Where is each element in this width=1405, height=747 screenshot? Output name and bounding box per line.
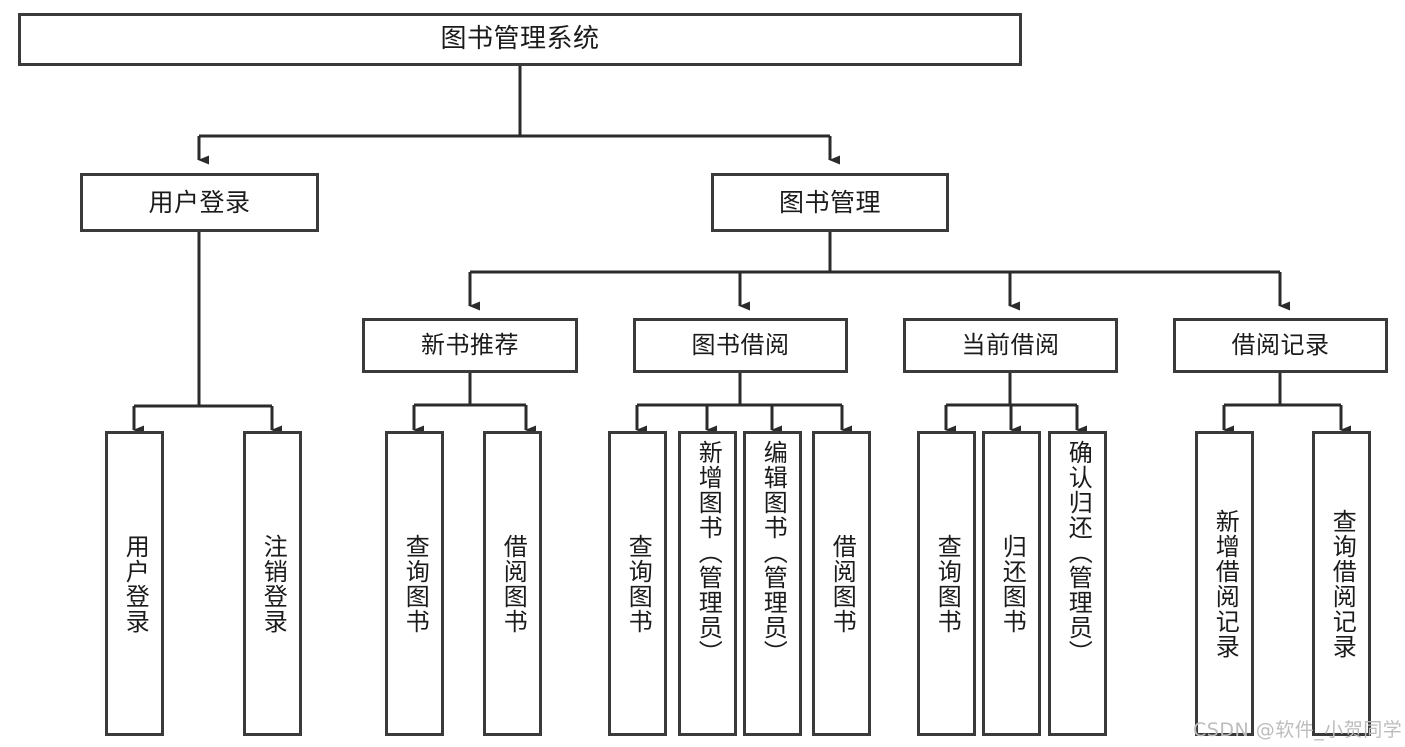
- leaf-book-borrow-edit[interactable]: 编辑图书（管理员）: [743, 431, 802, 736]
- leaf-current-borrow-query-label: 查询图书: [933, 533, 962, 634]
- leaf-new-book-borrow[interactable]: 借阅图书: [483, 431, 542, 736]
- leaf-current-borrow-query[interactable]: 查询图书: [917, 431, 976, 736]
- leaf-borrow-record-add[interactable]: 新增借阅记录: [1195, 431, 1254, 736]
- leaf-book-borrow-add-label: 新增图书（管理员）: [694, 440, 723, 665]
- node-current-borrow[interactable]: 当前借阅: [903, 318, 1118, 373]
- leaf-user-login-login-wrap: 用户登录: [108, 434, 161, 733]
- leaf-book-borrow-edit-wrap: 编辑图书（管理员）: [746, 434, 799, 733]
- leaf-book-borrow-borrow-label: 借阅图书: [828, 533, 857, 634]
- node-root-system-label: 图书管理系统: [440, 23, 600, 54]
- leaf-user-login-logout-label: 注销登录: [259, 533, 288, 634]
- node-new-book-recommend[interactable]: 新书推荐: [362, 318, 578, 373]
- node-book-management-label: 图书管理: [778, 187, 881, 217]
- leaf-user-login-logout[interactable]: 注销登录: [243, 431, 302, 736]
- leaf-borrow-record-query-wrap: 查询借阅记录: [1315, 434, 1368, 733]
- node-book-management[interactable]: 图书管理: [711, 173, 949, 232]
- node-book-borrow[interactable]: 图书借阅: [633, 318, 848, 373]
- node-user-login[interactable]: 用户登录: [80, 173, 319, 232]
- leaf-book-borrow-query-wrap: 查询图书: [611, 434, 664, 733]
- csdn-watermark: CSDN @软件_小贺同学: [1193, 719, 1403, 741]
- leaf-user-login-login[interactable]: 用户登录: [105, 431, 164, 736]
- leaf-current-borrow-confirm-wrap: 确认归还（管理员）: [1051, 434, 1104, 733]
- leaf-current-borrow-confirm-label: 确认归还（管理员）: [1064, 440, 1093, 665]
- leaf-current-borrow-return-label: 归还图书: [998, 533, 1027, 634]
- node-new-book-recommend-label: 新书推荐: [421, 331, 519, 360]
- leaf-new-book-query[interactable]: 查询图书: [385, 431, 444, 736]
- node-user-login-label: 用户登录: [148, 187, 251, 217]
- node-current-borrow-label: 当前借阅: [961, 331, 1060, 360]
- node-borrow-record-label: 借阅记录: [1231, 331, 1330, 360]
- leaf-current-borrow-confirm[interactable]: 确认归还（管理员）: [1048, 431, 1107, 736]
- leaf-book-borrow-add[interactable]: 新增图书（管理员）: [678, 431, 737, 736]
- leaf-current-borrow-return-wrap: 归还图书: [985, 434, 1038, 733]
- leaf-current-borrow-query-wrap: 查询图书: [920, 434, 973, 733]
- leaf-user-login-logout-wrap: 注销登录: [246, 434, 299, 733]
- leaf-new-book-query-label: 查询图书: [401, 533, 430, 634]
- leaf-borrow-record-add-wrap: 新增借阅记录: [1198, 434, 1251, 733]
- leaf-book-borrow-borrow[interactable]: 借阅图书: [812, 431, 871, 736]
- leaf-current-borrow-return[interactable]: 归还图书: [982, 431, 1041, 736]
- leaf-user-login-login-label: 用户登录: [121, 533, 150, 634]
- leaf-book-borrow-query-label: 查询图书: [624, 533, 653, 634]
- leaf-book-borrow-borrow-wrap: 借阅图书: [815, 434, 868, 733]
- node-book-borrow-label: 图书借阅: [691, 331, 790, 360]
- node-root-system[interactable]: 图书管理系统: [18, 13, 1022, 66]
- leaf-borrow-record-query[interactable]: 查询借阅记录: [1312, 431, 1371, 736]
- leaf-book-borrow-edit-label: 编辑图书（管理员）: [759, 440, 788, 665]
- leaf-new-book-borrow-label: 借阅图书: [499, 533, 528, 634]
- leaf-borrow-record-add-label: 新增借阅记录: [1211, 508, 1240, 659]
- leaf-new-book-borrow-wrap: 借阅图书: [486, 434, 539, 733]
- leaf-new-book-query-wrap: 查询图书: [388, 434, 441, 733]
- leaf-borrow-record-query-label: 查询借阅记录: [1328, 508, 1357, 659]
- leaf-book-borrow-query[interactable]: 查询图书: [608, 431, 667, 736]
- node-borrow-record[interactable]: 借阅记录: [1173, 318, 1388, 373]
- leaf-book-borrow-add-wrap: 新增图书（管理员）: [681, 434, 734, 733]
